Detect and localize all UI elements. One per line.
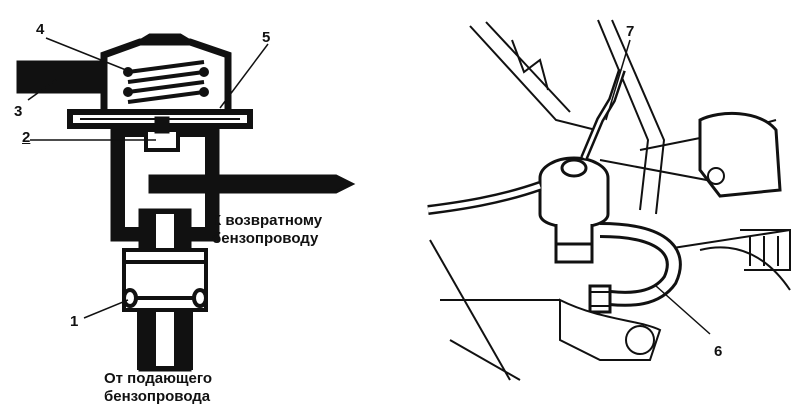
installation-view	[427, 19, 791, 381]
inlet-hose	[122, 248, 208, 312]
hose-clamp	[588, 284, 612, 314]
label-3: 3	[14, 103, 23, 120]
label-6: 6	[714, 343, 723, 360]
leader-lines	[27, 37, 269, 319]
return-outlet	[148, 174, 356, 194]
regulator-cross-section	[16, 33, 356, 372]
label-1: 1	[70, 313, 79, 330]
supply-caption: От подающего бензопровода	[104, 370, 212, 406]
label-4: 4	[36, 21, 45, 38]
spring	[123, 60, 209, 104]
regulator	[538, 156, 610, 264]
label-7: 7	[626, 23, 635, 40]
upper-housing	[100, 38, 232, 122]
label-2: 2	[22, 129, 31, 146]
return-caption: К возвратному бензопроводу	[212, 212, 322, 248]
label-5: 5	[262, 29, 271, 46]
supply-caption-line2: бензопровода	[104, 388, 211, 405]
return-caption-line1: К возвратному	[212, 212, 323, 229]
supply-caption-line1: От подающего	[104, 370, 213, 387]
return-caption-line2: бензопроводу	[212, 230, 319, 247]
